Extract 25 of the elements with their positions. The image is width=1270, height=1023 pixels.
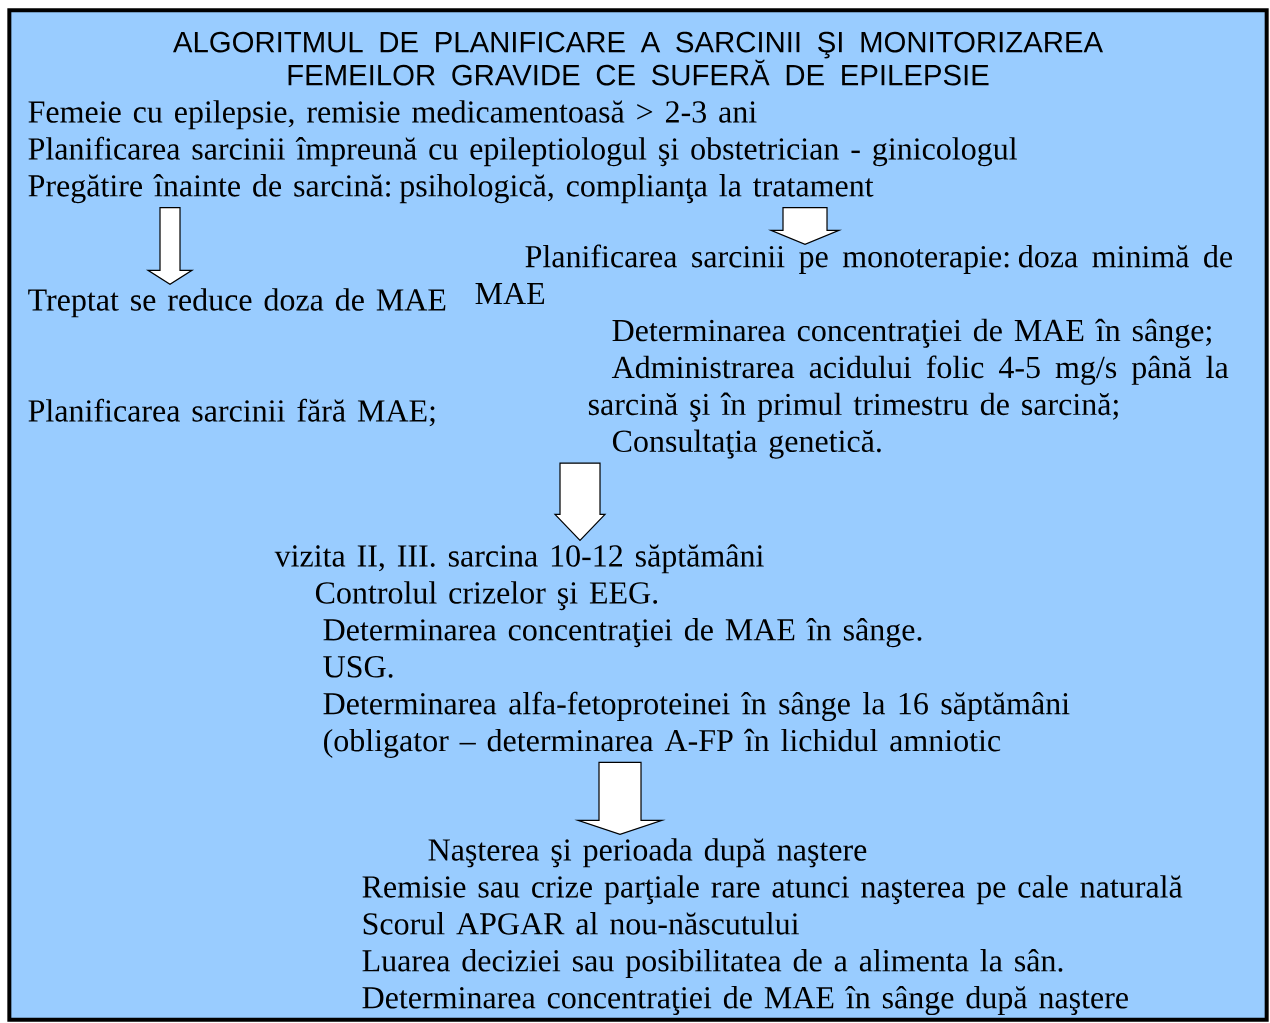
step-text: Consultaţia genetică. [612,429,881,459]
step-text: USG. [323,656,393,678]
step-text: Remisie sau crize parţiale rare atunci naşterea pe cale naturală [362,875,1183,905]
step-text: Planificarea sarcinii pe monoterapie: doza minimă de MAE [475,244,1233,305]
block-arrow [574,761,666,835]
step-text: Determinarea alfa-fetoproteinei în sânge la 16 săptămâni (obligator – determinarea A-FP în lichidul amniotic [323,691,1070,758]
step-text: Treptat se reduce doza de MAE [28,288,446,318]
step-text: Femeie cu epilepsie, remisie medicamentoasă > 2-3 ani [28,100,757,130]
step-text: vizita II, III. sarcina 10-12 săptămâni [274,544,764,574]
step-text: Determinarea concentraţiei de MAE în sânge. [323,618,922,648]
step-text: Controlul crizelor şi EEG. [315,581,658,611]
step-text: Scorul APGAR al nou-născutului [363,912,799,935]
step-text: Planificarea sarcinii împreună cu epileptiologul şi obstetrician - ginicologul [28,136,1017,167]
step-text: Luarea deciziei sau posibilitatea de a alimenta la sân. [362,949,1063,979]
step-text: Pregătire înainte de sarcină: psihologică, complianţa la tratament [28,174,874,204]
step-text: Naşterea şi perioada după naştere [428,838,867,868]
block-arrow [553,462,607,542]
block-arrow [145,207,195,286]
step-text: Determinarea concentraţiei de MAE în sânge; [612,318,1211,348]
step-text: Determinarea concentraţiei de MAE în sânge după naştere [362,985,1128,1016]
block-arrow [767,207,843,245]
heading-text: ALGORITMUL DE PLANIFICARE A SARCINII ŞI MONITORIZAREA FEMEILOR GRAVIDE CE SUFERĂ DE EPILEPSIE [173,31,1103,86]
step-text: Administrarea acidului folic 4-5 mg/s până la sarcină şi în primul trimestru de sarcină; [588,355,1229,422]
flowchart-frame [7,8,1269,1022]
step-text: Planificarea sarcinii fără MAE; [28,398,435,427]
